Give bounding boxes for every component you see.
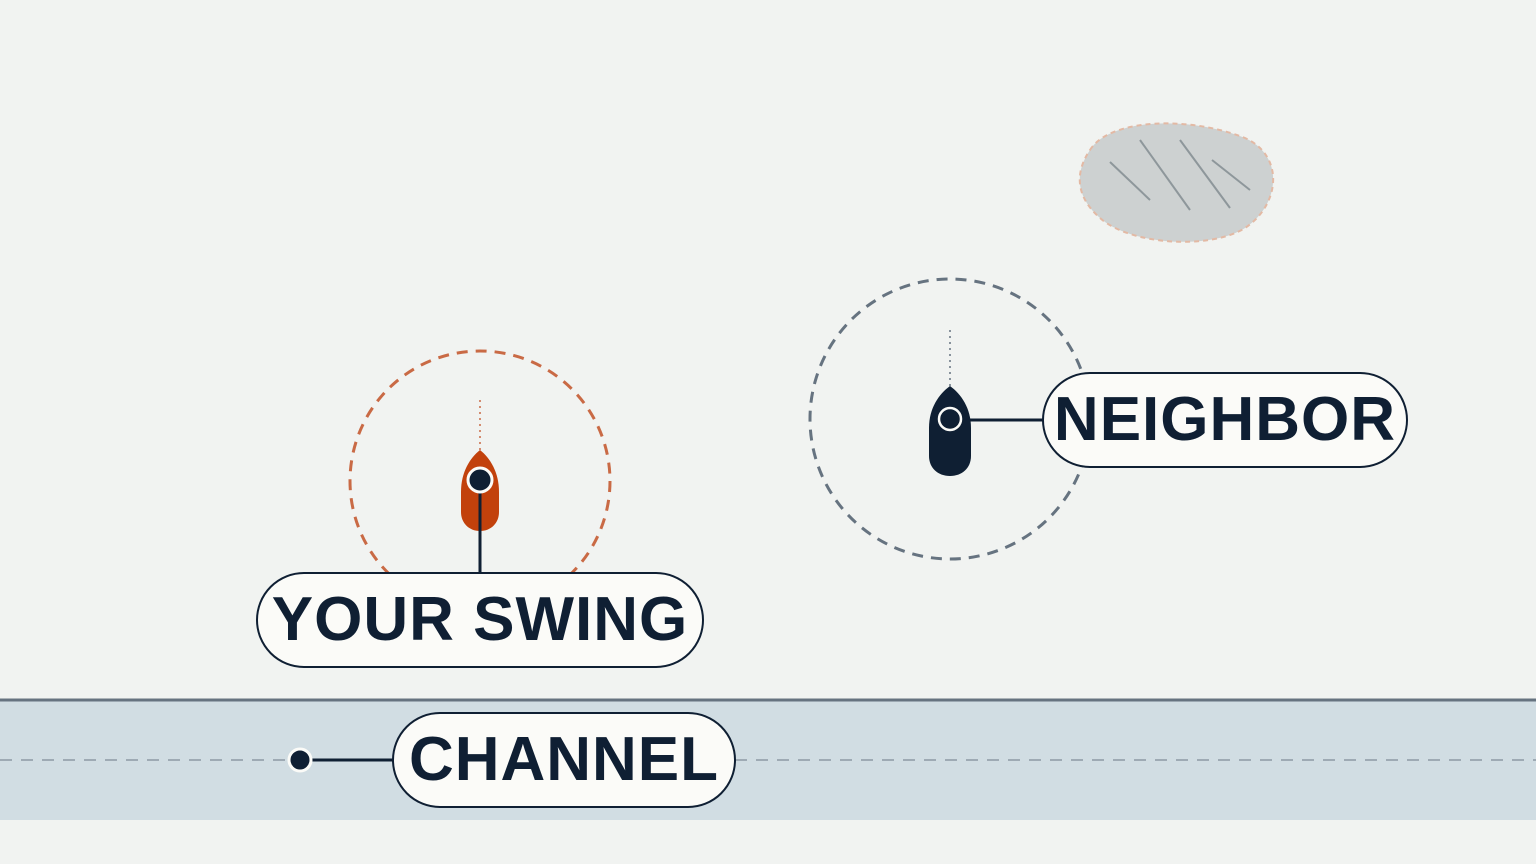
neighbor-label: NEIGHBOR xyxy=(1042,372,1408,468)
your-swing-label: YOUR SWING xyxy=(256,572,704,668)
neighbor-boat-marker xyxy=(937,406,963,432)
channel-marker xyxy=(287,747,313,773)
channel-label: CHANNEL xyxy=(392,712,736,808)
your-swing-circle xyxy=(348,349,612,613)
your-boat-marker xyxy=(466,466,494,494)
hazard-rock-icon xyxy=(1078,122,1275,243)
